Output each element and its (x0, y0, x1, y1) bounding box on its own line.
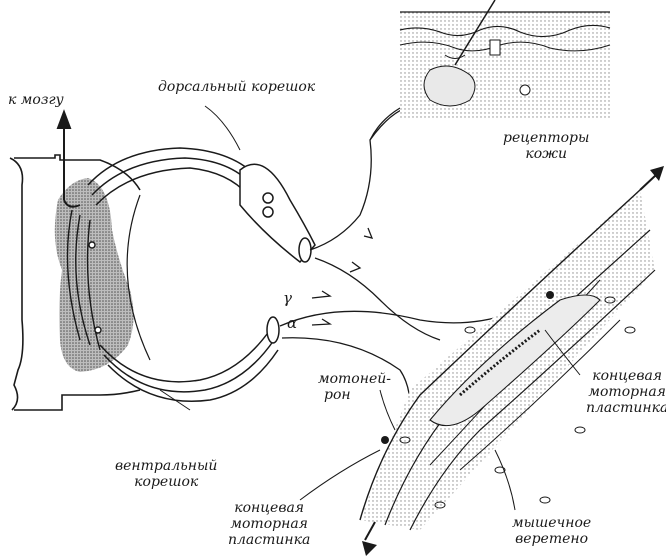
root-arc (126, 194, 151, 361)
grey-matter (54, 178, 134, 372)
motoneuron-label: мотоней- рон (318, 371, 391, 403)
ventral-root-label: вентральный корешок (115, 458, 218, 490)
leader-lines (159, 105, 581, 511)
motor-endplate-right-label: концевая моторная пластинка (586, 368, 666, 416)
motor-endplate-bottom-label: концевая моторная пластинка (228, 500, 311, 548)
to-brain-label: к мозгу (8, 92, 64, 108)
gamma-label: γ (283, 289, 292, 307)
alpha-label: α (287, 314, 298, 332)
muscle (359, 166, 664, 556)
to-brain-arrow (56, 109, 81, 208)
dorsal-root-label: дорсальный корешок (158, 79, 316, 95)
skin (399, 0, 611, 120)
spinal-cord (9, 154, 141, 411)
ventral-root (99, 316, 280, 402)
muscle-spindle-label: мышечное веретено (512, 515, 592, 547)
sensory-fiber (309, 104, 441, 341)
interneuron-paths (66, 209, 102, 351)
dorsal-root (87, 147, 316, 264)
skin-receptors-label: рецепторы кожи (503, 130, 590, 162)
